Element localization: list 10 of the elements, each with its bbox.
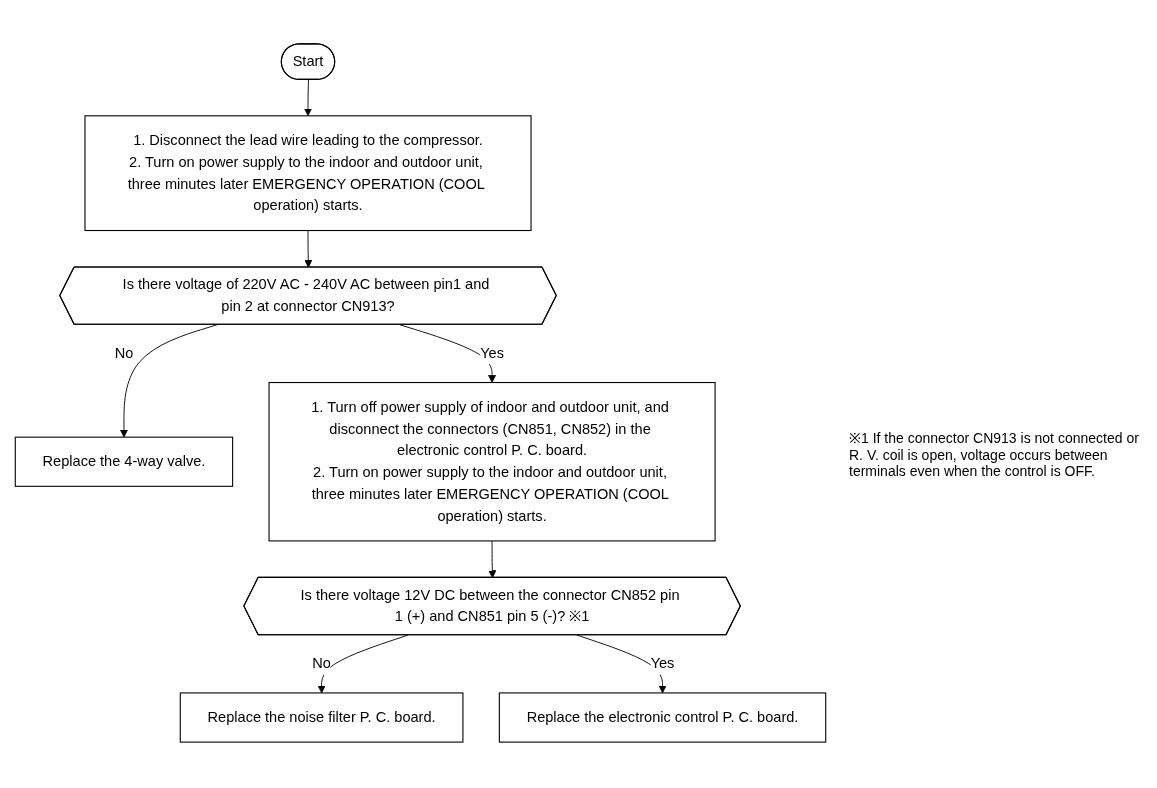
node-box: Replace the electronic control P. C. board. [498,692,827,743]
node-box: 1. Disconnect the lead wire leading to the compressor. 2. Turn on power supply to the indoor and outdoor unit, three minutes later EMERGENCY OPERATION (COOL operation) starts. [84,115,532,232]
edge-label: Yes [650,655,675,672]
edge-label: Yes [480,345,504,361]
node-box: 1. Turn off power supply of indoor and outdoor unit, and disconnect the connectors (CN851, CN852) in the electronic control P. C. board. 2. Turn on power supply to the indoor and outdoor unit, three minutes later EMERGENCY OPERATION (COOL operation) starts. [268,382,716,542]
node-box: Replace the 4-way valve. [14,436,234,487]
edge-label: No [312,655,331,672]
footnote: ※1 If the connector CN913 is not connected or R. V. coil is open, voltage occurs between terminals even when the control is OFF. [849,429,1140,479]
edge-label: No [114,345,134,361]
node-box: Replace the noise filter P. C. board. [179,692,464,743]
